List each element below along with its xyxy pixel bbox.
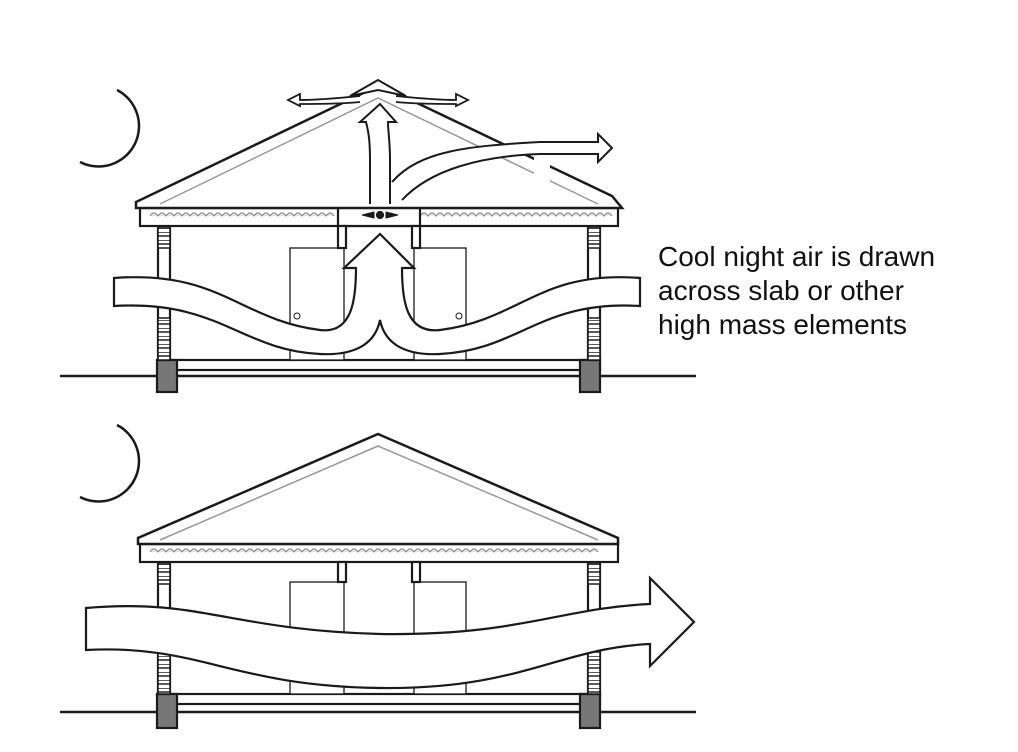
fan-icon [361, 211, 399, 219]
ridge-vent [349, 78, 407, 97]
floor-slab [158, 358, 602, 372]
ceiling-insulation [149, 548, 599, 554]
footing-right [578, 358, 602, 394]
footing-left [155, 692, 179, 730]
footing-right [578, 692, 602, 730]
cross-ventilation-arrow [84, 575, 696, 690]
diagram-caption: Cool night air is drawn across slab or o… [658, 240, 1008, 342]
airflow-arrow-left [112, 232, 642, 356]
floor-slab [158, 692, 602, 706]
ridge-exhaust-right-arrow [395, 92, 471, 108]
footing-left [155, 358, 179, 394]
ceiling [138, 542, 620, 564]
ceiling-insulation [149, 212, 613, 218]
moon-icon [79, 423, 141, 503]
caption-line-2: across slab or other [658, 275, 904, 306]
roof [136, 432, 620, 546]
caption-line-3: high mass elements [658, 309, 908, 340]
caption-line-1: Cool night air is drawn [658, 241, 936, 272]
bottom-house [60, 423, 696, 730]
ridge-exhaust-left-arrow [285, 92, 361, 108]
attic-updraft-arrow [357, 102, 399, 204]
moon-icon [79, 88, 141, 168]
top-house [60, 78, 696, 394]
gable-exhaust-arrow [391, 131, 614, 201]
